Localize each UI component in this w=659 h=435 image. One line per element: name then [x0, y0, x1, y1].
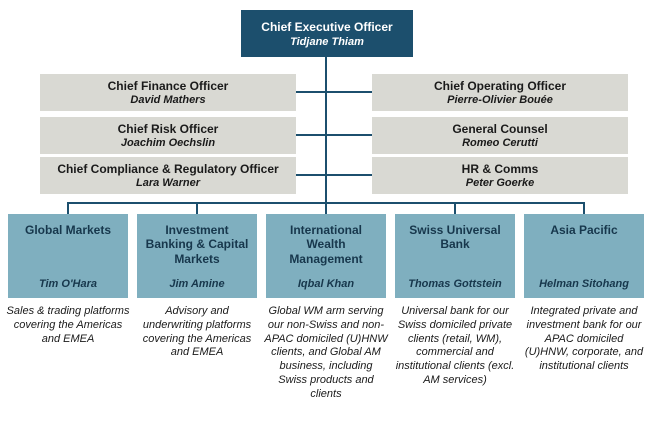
general-counsel-name: Romeo Cerutti [462, 137, 538, 149]
connector-drop-3 [454, 202, 456, 214]
division-head: Thomas Gottstein [408, 278, 502, 290]
cro-title: Chief Risk Officer [117, 122, 219, 136]
division-box-international-wealth: International Wealth Management Iqbal Kh… [266, 214, 386, 298]
cfo-box: Chief Finance Officer David Mathers [40, 74, 296, 111]
division-head: Helman Sitohang [539, 278, 629, 290]
division-box-investment-banking: Investment Banking & Capital Markets Jim… [137, 214, 257, 298]
coo-title: Chief Operating Officer [433, 79, 567, 93]
coo-name: Pierre-Olivier Bouée [447, 94, 553, 106]
division-box-asia-pacific: Asia Pacific Helman Sitohang [524, 214, 644, 298]
division-title: International Wealth Management [289, 223, 363, 266]
division-description: Global WM arm serving our non-Swiss and … [264, 305, 388, 400]
compliance-officer-name: Lara Warner [136, 177, 200, 189]
cfo-name: David Mathers [130, 94, 206, 106]
cfo-title: Chief Finance Officer [107, 79, 229, 93]
connector-stub-right-1 [326, 134, 372, 136]
division-description: Advisory and underwriting platforms cove… [142, 305, 252, 359]
cro-name: Joachim Oechslin [120, 137, 216, 149]
division-description: Sales & trading platforms covering the A… [6, 305, 130, 345]
division-description: Integrated private and investment bank f… [524, 305, 644, 372]
cro-box: Chief Risk Officer Joachim Oechslin [40, 117, 296, 154]
hr-comms-box: HR & Comms Peter Goerke [372, 157, 628, 194]
division-head: Jim Amine [169, 278, 225, 290]
ceo-name: Tidjane Thiam [290, 35, 364, 48]
connector-drop-0 [67, 202, 69, 214]
connector-stub-right-2 [326, 174, 372, 176]
general-counsel-box: General Counsel Romeo Cerutti [372, 117, 628, 154]
division-head: Tim O'Hara [38, 278, 98, 290]
division-title: Investment Banking & Capital Markets [145, 223, 249, 266]
compliance-officer-title: Chief Compliance & Regulatory Officer [57, 162, 279, 176]
connector-drop-4 [583, 202, 585, 214]
connector-stub-left-2 [296, 174, 326, 176]
connector-stub-left-0 [296, 91, 326, 93]
division-head: Iqbal Khan [297, 278, 355, 290]
ceo-box: Chief Executive Officer Tidjane Thiam [241, 10, 413, 57]
division-box-swiss-universal-bank: Swiss Universal Bank Thomas Gottstein [395, 214, 515, 298]
connector-stub-left-1 [296, 134, 326, 136]
division-title: Asia Pacific [550, 223, 618, 237]
hr-comms-title: HR & Comms [461, 162, 539, 176]
division-description: Universal bank for our Swiss domiciled p… [395, 305, 515, 386]
division-title: Global Markets [24, 223, 112, 237]
compliance-officer-box: Chief Compliance & Regulatory Officer La… [40, 157, 296, 194]
connector-stub-right-0 [326, 91, 372, 93]
hr-comms-name: Peter Goerke [465, 177, 535, 189]
general-counsel-title: General Counsel [452, 122, 548, 136]
ceo-title: Chief Executive Officer [261, 19, 393, 34]
coo-box: Chief Operating Officer Pierre-Olivier B… [372, 74, 628, 111]
division-box-global-markets: Global Markets Tim O'Hara [8, 214, 128, 298]
connector-drop-2 [325, 202, 327, 214]
connector-drop-1 [196, 202, 198, 214]
division-title: Swiss Universal Bank [409, 223, 501, 252]
connector-ceo-spine [325, 57, 327, 203]
